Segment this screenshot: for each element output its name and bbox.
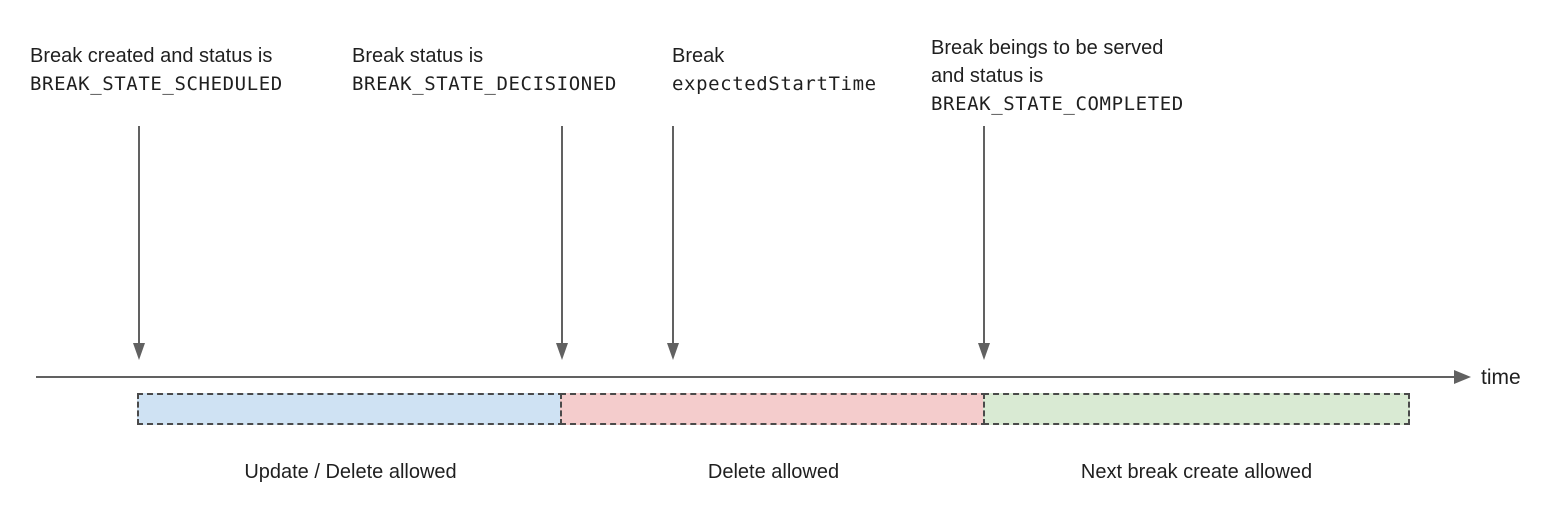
annotation-break-scheduled: Break created and status is BREAK_STATE_… — [30, 42, 283, 98]
time-axis-arrow-icon — [1454, 370, 1471, 384]
arrow-shaft — [561, 126, 563, 343]
annotation-code: BREAK_STATE_DECISIONED — [352, 73, 617, 95]
annotation-break-completed: Break beings to be served and status is … — [931, 34, 1184, 118]
arrow-head — [556, 343, 568, 360]
annotation-code: BREAK_STATE_SCHEDULED — [30, 73, 283, 95]
segment-update-delete-allowed — [137, 393, 564, 425]
annotation-text: Break — [672, 45, 725, 67]
down-arrow-icon — [132, 126, 146, 360]
arrow-shaft — [672, 126, 674, 343]
down-arrow-icon — [555, 126, 569, 360]
annotation-code: BREAK_STATE_COMPLETED — [931, 93, 1184, 115]
arrow-head — [667, 343, 679, 360]
annotation-text: Break created and status is — [30, 45, 273, 67]
annotation-text: Break beings to be served — [931, 37, 1164, 59]
annotation-text: and status is — [931, 65, 1044, 87]
annotation-expected-start-time: Break expectedStartTime — [672, 42, 877, 98]
arrow-head — [978, 343, 990, 360]
time-axis-line — [36, 376, 1456, 378]
down-arrow-icon — [666, 126, 680, 360]
segment-label-next-break-create: Next break create allowed — [1080, 461, 1313, 483]
arrow-shaft — [138, 126, 140, 343]
arrow-shaft — [983, 126, 985, 343]
annotation-break-decisioned: Break status is BREAK_STATE_DECISIONED — [352, 42, 617, 98]
segment-delete-allowed — [560, 393, 987, 425]
segment-next-break-create-allowed — [983, 393, 1410, 425]
down-arrow-icon — [977, 126, 991, 360]
segment-label-delete: Delete allowed — [707, 461, 840, 483]
arrow-head — [133, 343, 145, 360]
annotation-code: expectedStartTime — [672, 73, 877, 95]
segment-label-update-delete: Update / Delete allowed — [244, 461, 457, 483]
time-axis-label: time — [1481, 366, 1521, 389]
annotation-text: Break status is — [352, 45, 484, 67]
